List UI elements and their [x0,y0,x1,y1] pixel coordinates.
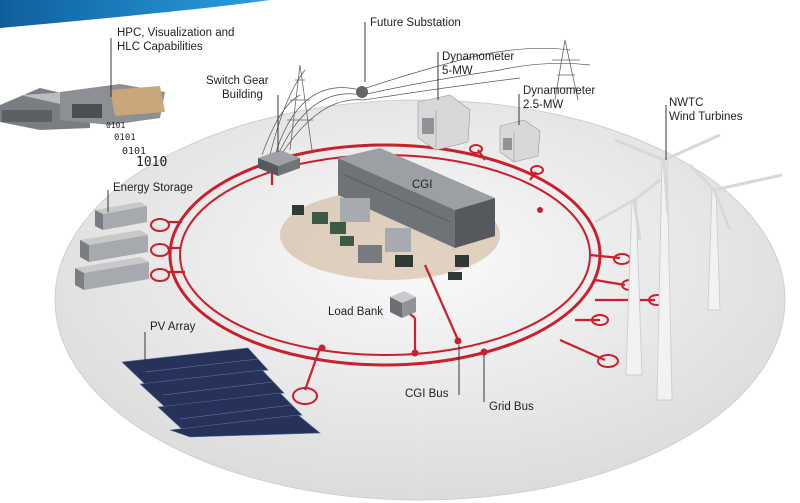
pv-array-grid [144,358,292,420]
diagram-labels: HPC, Visualization and HLC Capabilities … [113,17,743,413]
label-grid-bus: Grid Bus [489,401,534,413]
cgi-building-image [338,148,495,248]
svg-text:0101: 0101 [106,121,125,130]
label-pv-array: PV Array [150,321,196,333]
hpc-building-image [0,84,165,130]
pv-array-image [121,347,321,438]
label-hpc-line2: HLC Capabilities [117,41,203,53]
label-dynamometer-5mw-line2: 5-MW [442,65,473,77]
dynamometer-5mw-image [417,94,471,151]
wind-turbines-image [594,133,783,401]
label-cgi: CGI [412,179,432,191]
load-bank-image [390,291,416,318]
label-switch-gear-line1: Switch Gear [206,75,269,87]
leader-lines [107,22,667,402]
label-switch-gear-line2: Building [222,89,263,101]
label-nwtc-line1: NWTC [669,97,704,109]
label-dynamometer-5mw-line1: Dynamometer [442,51,514,63]
substation-node [356,86,368,98]
dynamometer-2-5mw-image [499,119,541,163]
bus-nodes [318,207,543,357]
label-dynamometer-25mw-line2: 2.5-MW [523,99,563,111]
svg-text:0101: 0101 [114,133,136,143]
label-energy-storage: Energy Storage [113,182,193,194]
label-future-substation: Future Substation [370,17,461,29]
energy-storage-containers-image [75,202,149,290]
label-cgi-bus: CGI Bus [405,388,449,400]
svg-text:1010: 1010 [136,155,167,170]
cgi-equipment-image [292,198,469,280]
label-hpc-line1: HPC, Visualization and [117,27,234,39]
binary-code: 0101 0101 0101 1010 [106,121,167,170]
label-dynamometer-25mw-line1: Dynamometer [523,85,595,97]
transmission-tower [287,39,580,151]
header-swoosh [0,0,270,28]
transmission-lines [261,48,591,156]
label-nwtc-line2: Wind Turbines [669,111,743,123]
label-load-bank: Load Bank [328,306,383,318]
svg-text:0101: 0101 [122,146,146,157]
switch-gear-building-image [258,150,300,176]
